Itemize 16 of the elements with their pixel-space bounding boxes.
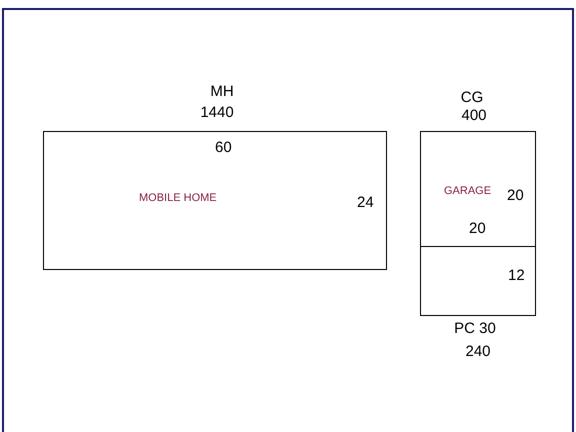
room-outline	[43, 131, 387, 270]
area-code-label: CG	[460, 90, 484, 105]
dimension-label: 20	[507, 188, 524, 203]
area-value-label: 240	[465, 344, 491, 359]
area-value-label: 400	[461, 108, 487, 123]
area-value-label: 1440	[200, 105, 234, 120]
room-label: GARAGE	[444, 186, 492, 197]
room-label: MOBILE HOME	[139, 193, 217, 204]
dimension-label: 12	[508, 268, 525, 283]
dimension-label: 24	[357, 195, 374, 210]
room-outline	[420, 246, 536, 316]
area-code-label: PC 30	[454, 321, 496, 336]
area-code-label: MH	[210, 84, 234, 99]
dimension-label: 60	[215, 140, 232, 155]
dimension-label: 20	[469, 221, 486, 236]
room-outline	[420, 131, 536, 247]
